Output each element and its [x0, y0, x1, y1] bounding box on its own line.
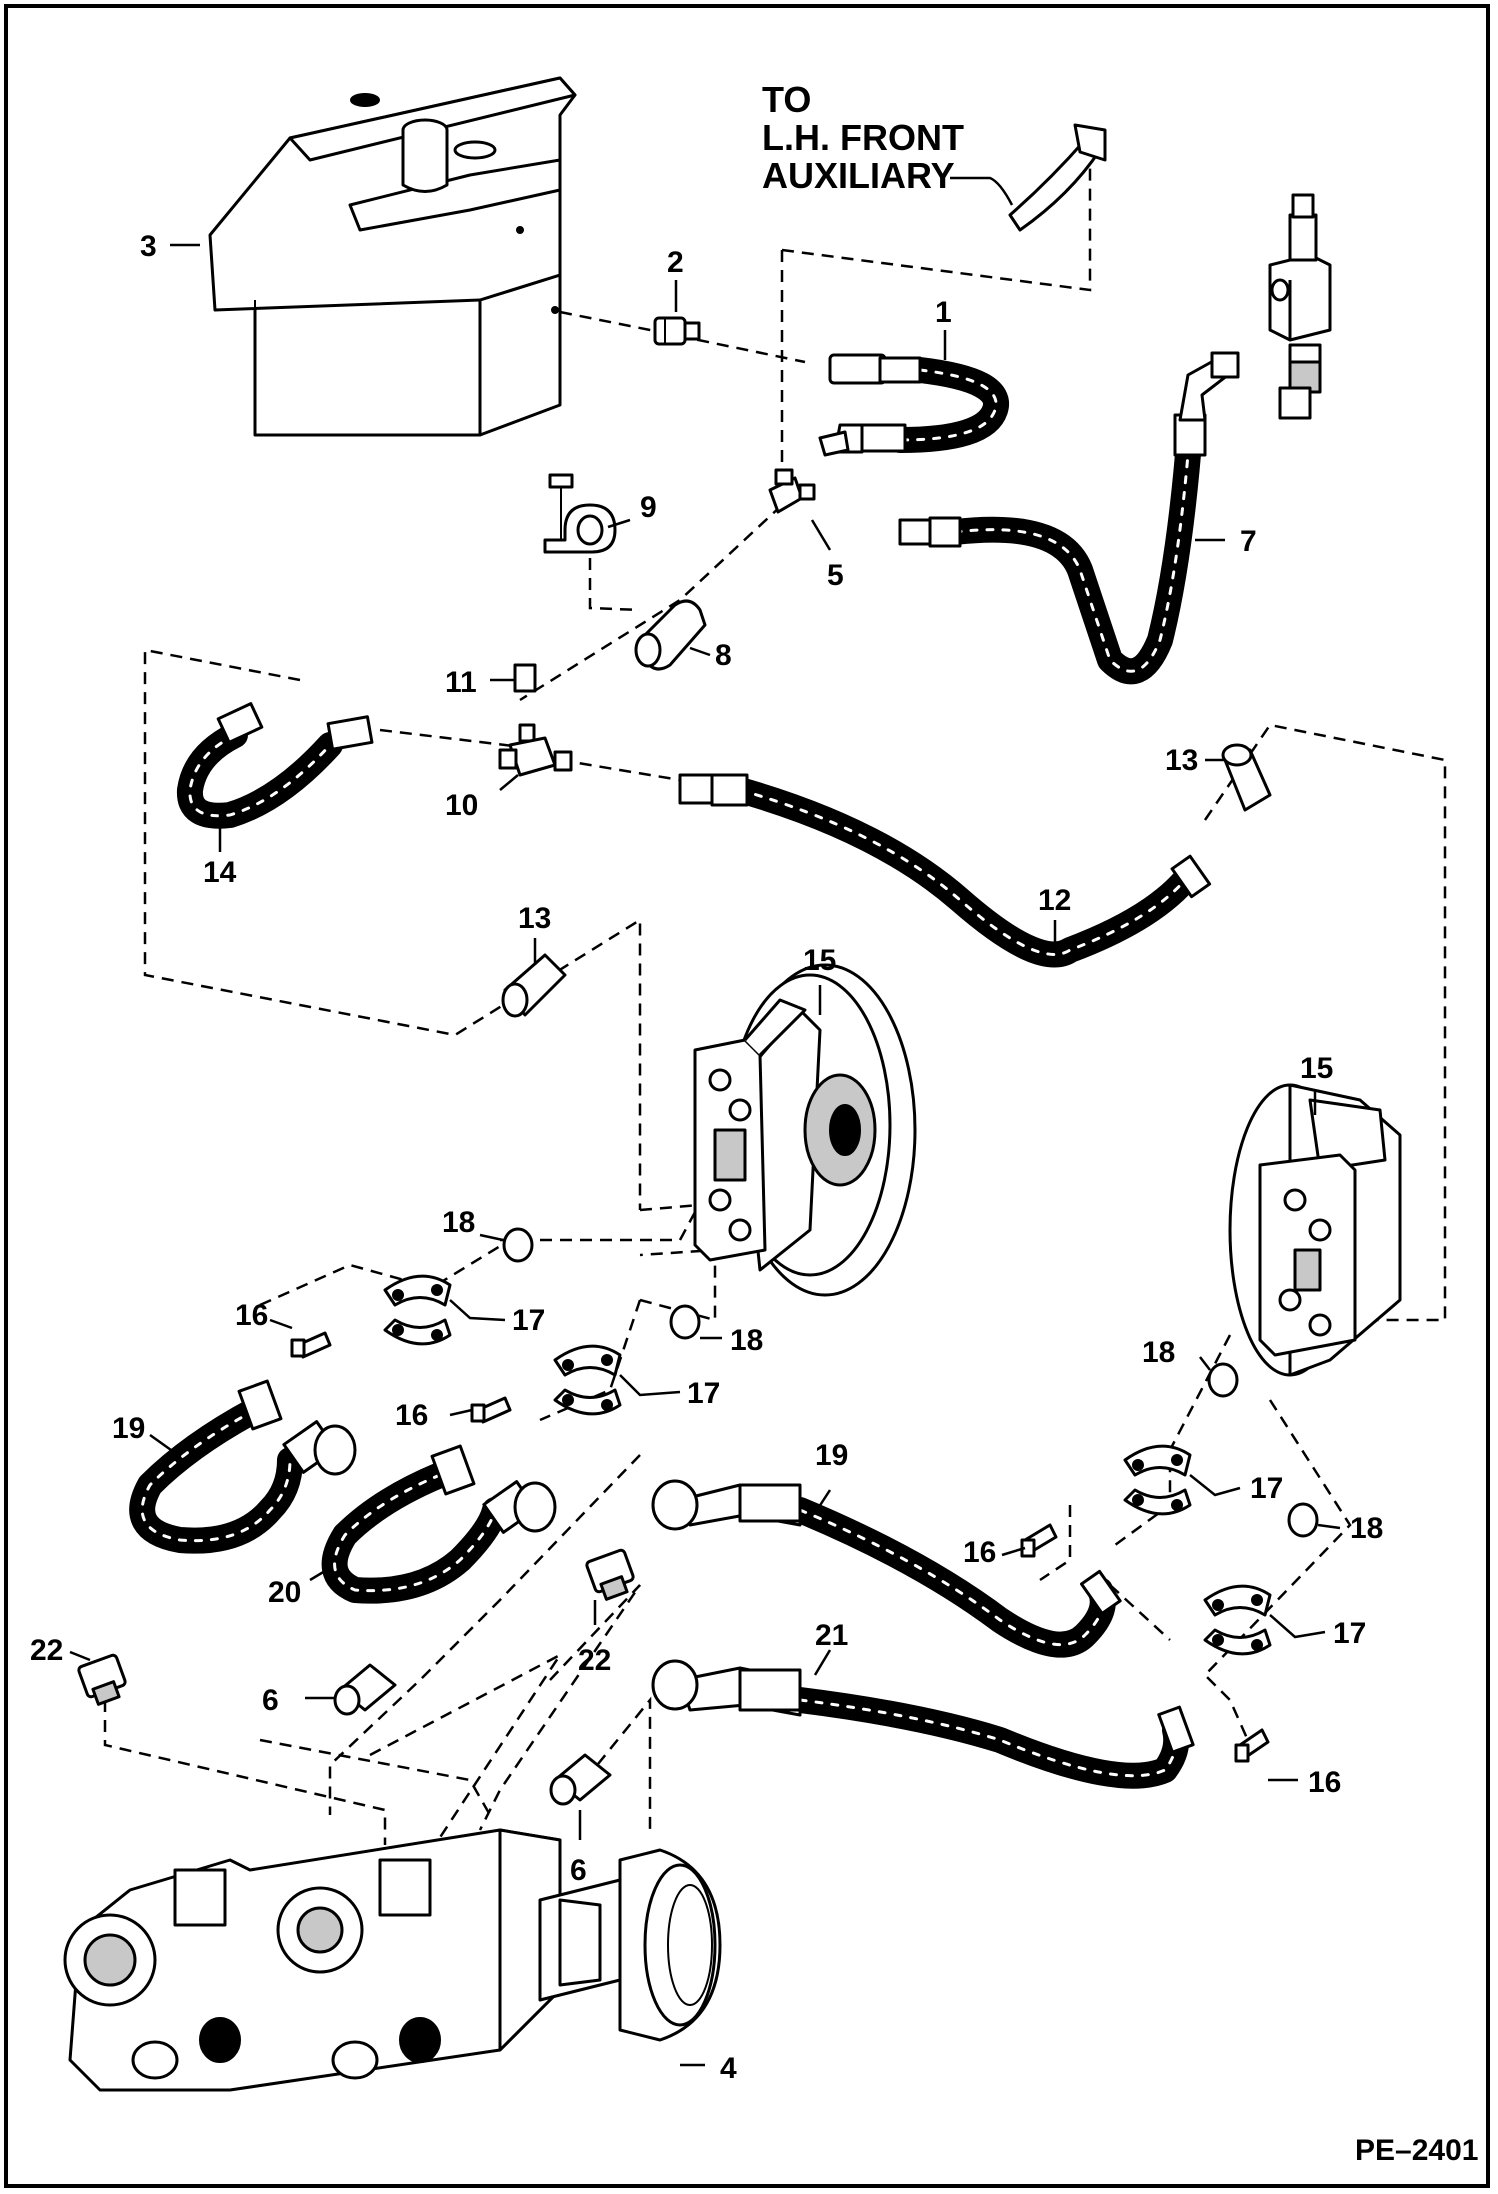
- aux-note: TO L.H. FRONT AUXILIARY: [762, 79, 964, 196]
- callout-10: 10: [445, 789, 478, 822]
- callout-16a: 16: [235, 1299, 268, 1332]
- callout-18d: 18: [1350, 1512, 1383, 1545]
- callout-17d: 17: [1333, 1617, 1366, 1650]
- callout-13b: 13: [518, 902, 551, 935]
- relief-valve: [1268, 193, 1332, 420]
- callout-17a: 17: [512, 1304, 545, 1337]
- cap-13-right: [1221, 743, 1272, 812]
- callout-8: 8: [715, 639, 732, 672]
- callout-4: 4: [720, 2052, 737, 2085]
- aux-hose-stub: [1008, 123, 1107, 232]
- hose-12: [678, 773, 1212, 968]
- callout-17c: 17: [1250, 1472, 1283, 1505]
- callout-7: 7: [1240, 525, 1257, 558]
- callout-20: 20: [268, 1576, 301, 1609]
- bolts: [290, 1331, 1270, 1763]
- flange-clamps: [383, 1274, 1272, 1656]
- drive-motor-left: [693, 963, 917, 1297]
- hose-14: [177, 702, 374, 829]
- cap-8: [634, 599, 707, 671]
- callout-15a: 15: [803, 944, 836, 977]
- callout-12: 12: [1038, 884, 1071, 917]
- hydraulic-tank: [208, 76, 577, 437]
- callout-3: 3: [140, 230, 157, 263]
- callout-15b: 15: [1300, 1052, 1333, 1085]
- fitting-2: [653, 316, 701, 346]
- callout-14: 14: [203, 856, 237, 889]
- callout-13a: 13: [1165, 744, 1198, 777]
- hose-1: [818, 353, 1009, 457]
- callout-1: 1: [935, 296, 952, 329]
- diagram-border: [4, 4, 1490, 2188]
- callout-6b: 6: [570, 1854, 587, 1887]
- callout-19b: 19: [815, 1439, 848, 1472]
- fittings-6: [333, 1663, 612, 1806]
- callout-17b: 17: [687, 1377, 720, 1410]
- callout-22a: 22: [30, 1634, 63, 1667]
- leader-lines: [69, 176, 1341, 2067]
- hose-21: [651, 1659, 1195, 1789]
- cap-13-left: [501, 953, 567, 1018]
- note-line-1: TO: [762, 79, 811, 120]
- callout-5: 5: [827, 559, 844, 592]
- callout-2: 2: [667, 246, 684, 279]
- figure-code: PE–2401: [1355, 2134, 1478, 2167]
- hose-20: [321, 1444, 557, 1604]
- callout-9: 9: [640, 491, 657, 524]
- callout-22b: 22: [578, 1644, 611, 1677]
- drive-motor-right: [1228, 1083, 1402, 1377]
- note-line-2: L.H. FRONT: [762, 117, 964, 158]
- callout-21: 21: [815, 1619, 848, 1652]
- callout-18a: 18: [442, 1206, 475, 1239]
- note-line-3: AUXILIARY: [762, 155, 955, 196]
- hydrostatic-pump: [63, 1828, 722, 2092]
- callout-16d: 16: [1308, 1766, 1341, 1799]
- callout-18b: 18: [730, 1324, 763, 1357]
- fittings-22: [77, 1548, 635, 1706]
- callout-16b: 16: [395, 1399, 428, 1432]
- tee-10: [498, 663, 573, 777]
- hose-7: [898, 351, 1240, 685]
- o-rings: [502, 1227, 1319, 1538]
- callouts: 1 2 3 4 5 6 6 7 8 9 10 11 12 13 13 14 15…: [30, 230, 1383, 2085]
- callout-16c: 16: [963, 1536, 996, 1569]
- hose-19-left: [129, 1379, 357, 1554]
- callout-6a: 6: [262, 1684, 279, 1717]
- callout-11: 11: [445, 666, 477, 699]
- hose-19-right: [651, 1479, 1122, 1658]
- callout-18c: 18: [1142, 1336, 1175, 1369]
- clamp-9: [543, 473, 617, 554]
- callout-19a: 19: [112, 1412, 145, 1445]
- tee-5: [768, 468, 816, 514]
- dashed-connections: [103, 160, 1447, 1846]
